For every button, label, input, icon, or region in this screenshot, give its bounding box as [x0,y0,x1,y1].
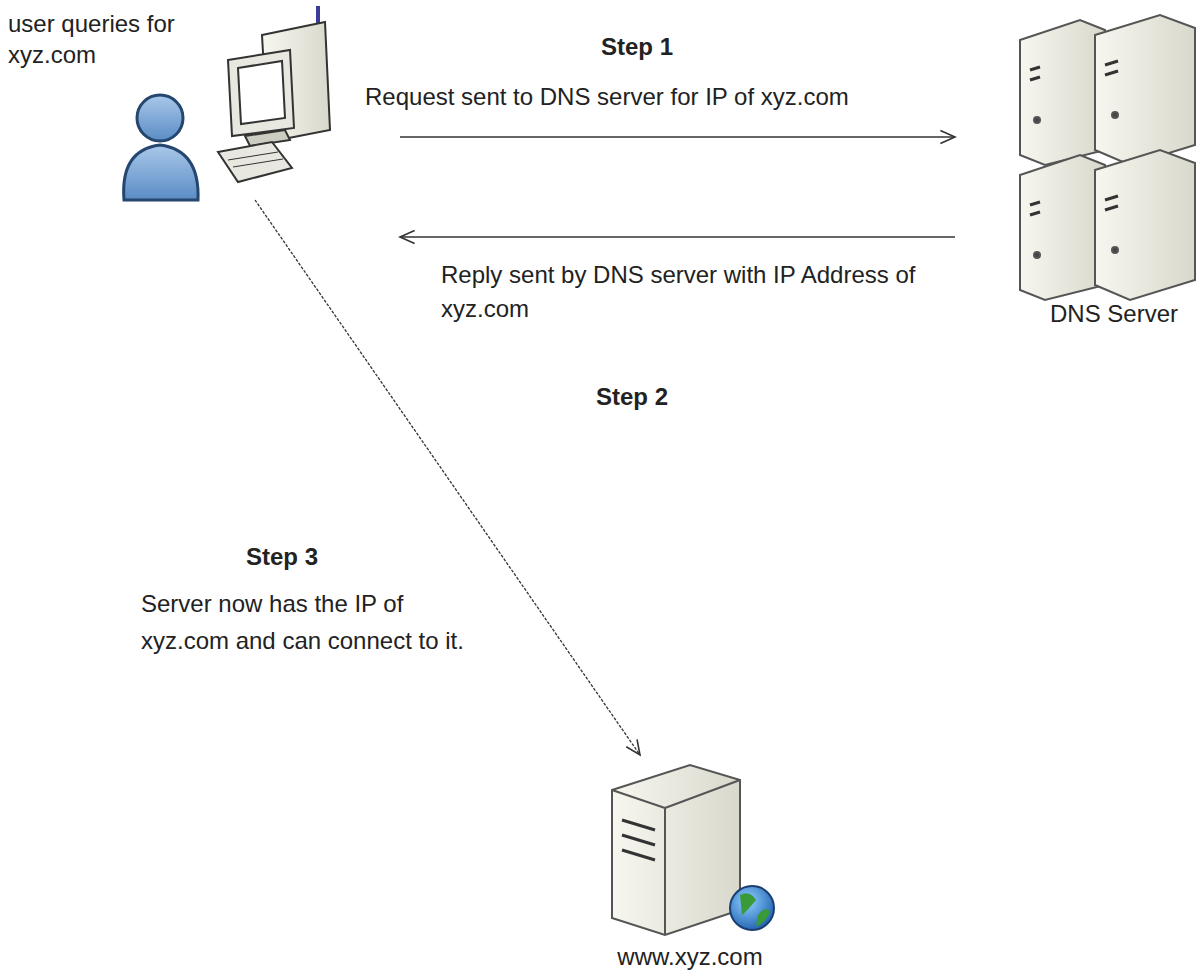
step-label: Step 2 [593,380,739,414]
step-label: Step 1 [598,30,744,64]
node-label: DNS Server [1050,298,1195,329]
web-server: www.xyz.com [590,755,790,973]
user-computer: user queries for xyz.com [5,0,400,200]
edge-label: Reply sent by DNS server with IP Address… [438,258,934,326]
arrow-connector [400,130,955,143]
computer-icon [218,6,330,182]
edge-label: Request sent to DNS server for IP of xyz… [362,80,1008,114]
dns-server-icon [1020,15,1195,300]
step-label: Step 3 [243,540,389,574]
dns-server: DNS Server [955,10,1195,335]
node-label: www.xyz.com [590,941,790,972]
node-label: user queries for xyz.com [8,8,238,70]
arrow-connector [400,230,955,243]
user-icon [124,95,198,200]
note-text: Server now has the IP of xyz.com and can… [138,585,479,659]
web-server-icon [612,765,774,935]
